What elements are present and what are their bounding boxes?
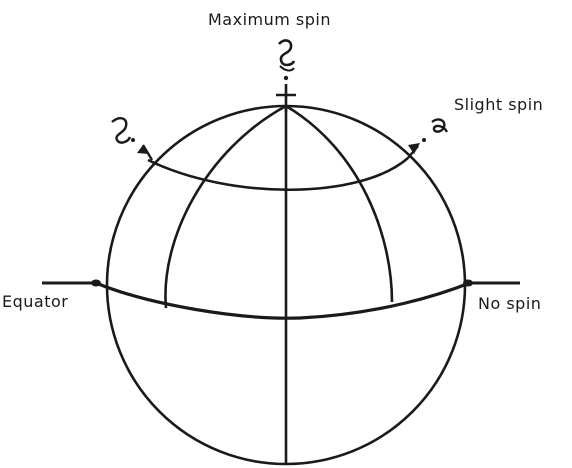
left-spin-marker <box>112 118 152 160</box>
maximum-spin-label: Maximum spin <box>208 10 331 29</box>
left-meridian <box>165 106 286 308</box>
equator-line <box>96 282 472 318</box>
top-spin-marker <box>276 40 296 112</box>
no-spin-label: No spin <box>478 294 541 313</box>
left-axis-knob <box>91 280 101 287</box>
right-axis-knob <box>463 280 473 287</box>
upper-latitude-line <box>148 158 408 190</box>
equator-label: Equator <box>2 292 68 311</box>
right-spin-marker <box>408 120 447 158</box>
right-meridian <box>286 106 392 302</box>
slight-spin-label: Slight spin <box>454 95 543 114</box>
